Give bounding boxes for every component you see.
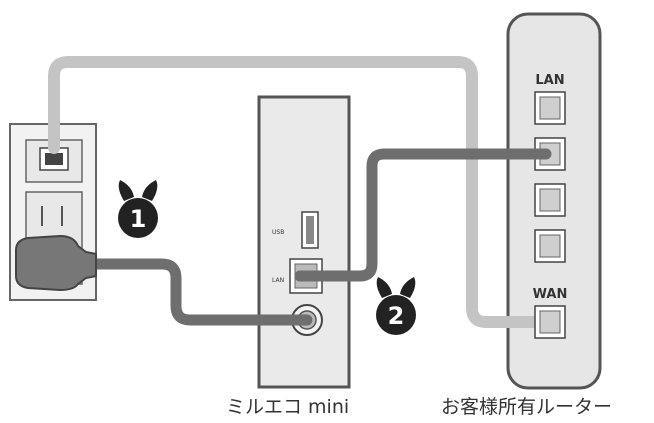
device-usb-label: USB bbox=[272, 229, 284, 236]
router-wan-port-icon bbox=[534, 305, 566, 339]
wall-to-wan-cable bbox=[48, 56, 552, 328]
step-1-number: 1 bbox=[130, 205, 147, 233]
router-lan-port-icon bbox=[534, 183, 566, 217]
router-lan-port-icon bbox=[534, 229, 566, 263]
wall-lan-jack-icon bbox=[39, 147, 69, 171]
ac-adapter-icon bbox=[15, 234, 97, 292]
step-2-badge: 2 bbox=[376, 277, 416, 335]
device-caption: ミルエコ mini bbox=[226, 396, 350, 418]
lan-cable bbox=[294, 148, 552, 282]
router-wan-label: WAN bbox=[533, 287, 568, 302]
router-lan-port-icon bbox=[534, 91, 566, 125]
power-cable bbox=[84, 258, 313, 326]
device-usb-port-icon bbox=[301, 211, 319, 249]
router-caption: お客様所有ルーター bbox=[441, 396, 613, 418]
step-2-number: 2 bbox=[388, 302, 405, 330]
step-1-badge: 1 bbox=[118, 180, 158, 238]
device-lan-label: LAN bbox=[272, 277, 284, 284]
router-lan-label: LAN bbox=[535, 73, 564, 88]
